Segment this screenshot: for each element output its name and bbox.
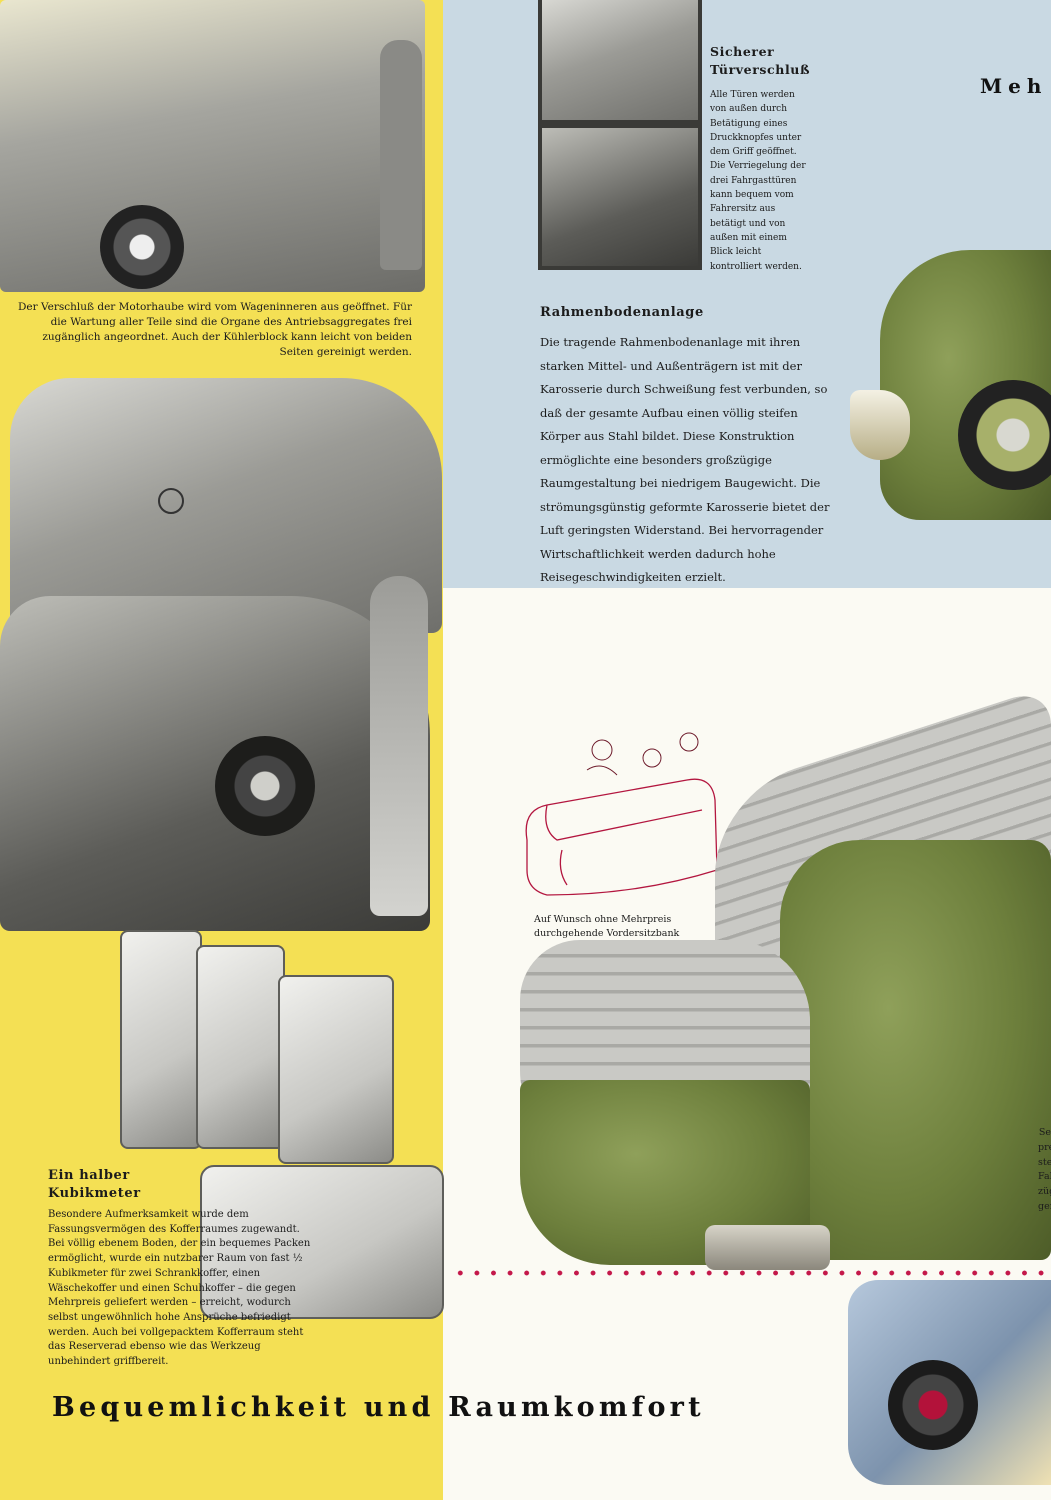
open-trunk-illustration [0, 576, 430, 931]
woman-figure [370, 576, 428, 916]
seat-rail [705, 1225, 830, 1270]
bench-caption-line1: Auf Wunsch ohne Mehrpreis [534, 914, 672, 925]
cutaway-car-illustration [848, 1280, 1051, 1485]
bench-caption-line2: durchgehende Vordersitzbank [534, 928, 680, 939]
partial-heading: Meh [980, 74, 1048, 98]
trunk-heading-line1: Ein halber [48, 1168, 130, 1183]
wheel-icon [100, 205, 184, 289]
bench-sketch [525, 732, 718, 896]
dotted-divider [452, 1268, 1051, 1278]
chrome-bumper [850, 390, 910, 460]
trunk-heading-line2: Kubikmeter [48, 1186, 141, 1201]
door-lock-photo [542, 128, 698, 266]
front-wheel-icon [958, 380, 1051, 490]
seat-side-panel [780, 840, 1051, 1260]
door-lock-text: Alle Türen werden von außen durch Betäti… [710, 90, 806, 272]
door-lock-heading-line1: Sicherer [710, 44, 775, 59]
page-title: Bequemlichkeit und Raumkomfort [52, 1392, 705, 1423]
rear-car-illustration [10, 378, 442, 633]
green-car-illustration [880, 250, 1051, 520]
trunk-text: Besondere Aufmerksamkeit wurde dem Fassu… [48, 1209, 311, 1368]
suitcase-medium [278, 975, 394, 1164]
fragment-line: pre [1038, 1141, 1051, 1153]
bench-caption: Auf Wunsch ohne Mehrpreis durchgehende V… [534, 913, 694, 941]
trunk-heading: Ein halber Kubikmeter [48, 1167, 141, 1203]
spare-wheel-icon [215, 736, 315, 836]
fragment-line: Se [1038, 1127, 1051, 1138]
engine-hood-illustration [0, 0, 425, 292]
mercedes-star-icon [158, 488, 184, 514]
person-figure [380, 40, 422, 270]
passengers-sketch [586, 732, 699, 776]
suitcase-large [120, 930, 202, 1149]
door-lock-heading-line2: Türverschluß [710, 62, 811, 77]
door-handle-photo [542, 0, 698, 120]
fragment-line: Fahrt [1038, 1171, 1051, 1183]
cutaway-wheel-icon [888, 1360, 978, 1450]
fragment-line: stellb [1038, 1156, 1051, 1168]
door-photo-frame [538, 0, 702, 270]
bench-sketch-lines [525, 778, 718, 896]
frame-heading: Rahmenbodenanlage [540, 305, 704, 320]
suitcase-shoe [200, 1165, 444, 1319]
hood-caption: Der Verschluß der Motorhaube wird vom Wa… [18, 301, 412, 358]
door-lock-heading: Sicherer Türverschluß [710, 43, 810, 79]
suitcase-large-2 [196, 945, 285, 1149]
fragment-line: genehm b [1038, 1200, 1051, 1212]
frame-text: Die tragende Rahmenbodenanlage mit ihren… [540, 335, 830, 584]
